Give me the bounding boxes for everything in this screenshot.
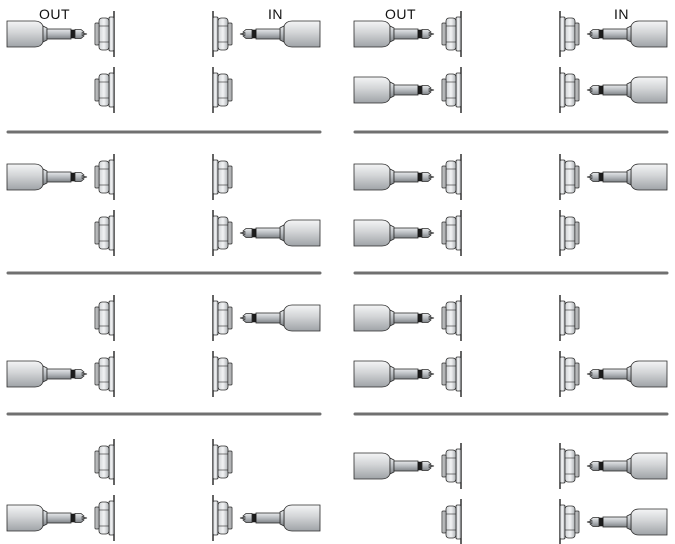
left-panel-3-row-2-out-plug (6, 360, 88, 388)
left-panel-2-row-1-in-jack (212, 154, 233, 200)
left-panel-4-row-2-out-jack (94, 495, 115, 541)
right-panel-4-row-2-in-plug (586, 508, 668, 536)
right-panel-4-row-1-out-plug (353, 452, 435, 480)
left-panel-2-row-2-out-jack (94, 210, 115, 256)
right-out-label: OUT (385, 6, 417, 22)
left-panel-1-row-2-in-jack (212, 67, 233, 113)
left-panel-1-row-1-out-jack (94, 11, 115, 57)
left-panel-1-row-2-out-jack (94, 67, 115, 113)
left-panel-2-row-1-out-jack (94, 154, 115, 200)
left-panel-4-row-2-in-plug (239, 504, 321, 532)
right-panel-3-row-1-out-jack (441, 295, 462, 341)
left-panel-4-row-2-out-plug (6, 504, 88, 532)
right-in-label: IN (614, 6, 629, 22)
right-panel-1-row-2-out-plug (353, 76, 435, 104)
right-panel-4-row-1-out-jack (441, 443, 462, 489)
right-panel-1-row-1-out-jack (441, 11, 462, 57)
right-panel-2-row-1-out-plug (353, 163, 435, 191)
right-panel-2-row-1-out-jack (441, 154, 462, 200)
right-panel-3-row-1-out-plug (353, 304, 435, 332)
right-panel-2-row-1-in-plug (586, 163, 668, 191)
left-panel-3-row-1-in-jack (212, 295, 233, 341)
right-panel-4-row-1-in-jack (559, 443, 580, 489)
right-panel-2-row-2-out-plug (353, 219, 435, 247)
left-panel-1-row-1-out-plug (6, 20, 88, 48)
right-panel-1-row-2-out-jack (441, 67, 462, 113)
right-panel-1-row-1-out-plug (353, 20, 435, 48)
right-panel-1-row-1-in-jack (559, 11, 580, 57)
left-panel-4-row-1-out-jack (94, 439, 115, 485)
left-panel-2-row-2-in-plug (239, 219, 321, 247)
left-panel-1-row-1-in-jack (212, 11, 233, 57)
left-panel-4-row-2-in-jack (212, 495, 233, 541)
left-panel-3-row-2-in-jack (212, 351, 233, 397)
right-panel-3-row-2-in-plug (586, 360, 668, 388)
right-panel-3-row-2-out-plug (353, 360, 435, 388)
left-in-label: IN (268, 6, 283, 22)
right-panel-3-row-1-in-jack (559, 295, 580, 341)
right-panel-4-row-2-in-jack (559, 499, 580, 544)
right-panel-4-row-2-out-jack (441, 499, 462, 544)
right-panel-1-row-2-in-jack (559, 67, 580, 113)
left-panel-3-row-1-out-jack (94, 295, 115, 341)
left-out-label: OUT (39, 6, 71, 22)
left-panel-2-row-1-out-plug (6, 163, 88, 191)
right-panel-2-row-2-in-jack (559, 210, 580, 256)
right-panel-3-row-2-in-jack (559, 351, 580, 397)
right-panel-2-row-2-out-jack (441, 210, 462, 256)
left-panel-3-row-2-out-jack (94, 351, 115, 397)
right-panel-3-row-2-out-jack (441, 351, 462, 397)
left-panel-4-row-1-in-jack (212, 439, 233, 485)
left-panel-3-row-1-in-plug (239, 304, 321, 332)
right-panel-1-row-2-in-plug (586, 76, 668, 104)
right-panel-4-row-1-in-plug (586, 452, 668, 480)
left-panel-1-row-1-in-plug (239, 20, 321, 48)
right-panel-1-row-1-in-plug (586, 20, 668, 48)
left-panel-2-row-2-in-jack (212, 210, 233, 256)
right-panel-2-row-1-in-jack (559, 154, 580, 200)
